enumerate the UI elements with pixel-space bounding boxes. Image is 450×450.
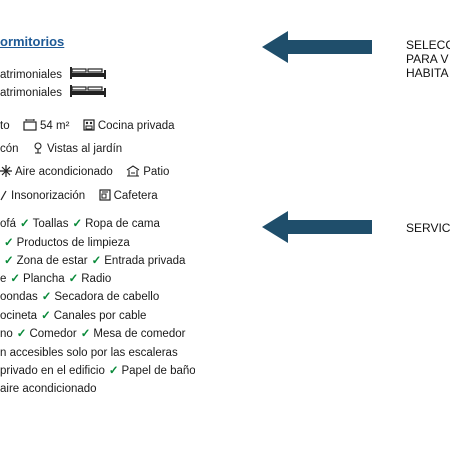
coffee-machine-icon: [98, 189, 111, 205]
feature-partial: cón: [0, 143, 19, 155]
left-arrow-icon: [262, 211, 372, 243]
check-icon: ✓: [68, 273, 79, 285]
left-arrow-icon: [262, 31, 372, 63]
service-item: Toallas: [32, 218, 69, 230]
services-row-4: e✓Plancha✓Radio: [0, 272, 111, 286]
service-item: Papel de baño: [121, 365, 195, 377]
services-row-6: ocineta✓Canales por cable: [0, 309, 146, 323]
service-item: Entrada privada: [104, 255, 186, 267]
feature-coffee: Cafetera: [113, 190, 158, 202]
check-icon: ✓: [80, 328, 91, 340]
check-icon: ✓: [108, 365, 119, 377]
patio-icon: [126, 165, 140, 181]
service-item: Canales por cable: [53, 310, 147, 322]
check-icon: ✓: [20, 218, 30, 230]
services-row-2: ✓Productos de limpieza: [0, 236, 130, 250]
floor-area-icon: [23, 119, 37, 135]
callout-line: PARA V: [406, 52, 449, 66]
check-icon: ✓: [16, 328, 27, 340]
services-row-9: privado en el edificio✓Papel de baño: [0, 364, 195, 378]
service-item: Comedor: [29, 328, 77, 340]
service-item: privado en el edificio: [0, 365, 105, 377]
services-row-1: ofá✓Toallas✓Ropa de cama: [0, 217, 160, 231]
service-item: ocineta: [0, 310, 38, 322]
service-item: Secadora de cabello: [54, 291, 160, 303]
bed-label: atrimoniales: [0, 69, 62, 81]
check-icon: ✓: [4, 255, 14, 267]
kitchen-icon: [83, 119, 95, 135]
services-row-5: oondas✓Secadora de cabello: [0, 290, 159, 304]
feature-soundproofing: Insonorización: [11, 190, 86, 202]
service-item: Mesa de comedor: [93, 328, 186, 340]
service-item: ofá: [0, 218, 16, 230]
soundproof-icon: [0, 189, 8, 205]
check-icon: ✓: [41, 310, 51, 322]
service-item: e: [0, 273, 7, 285]
service-item: Ropa de cama: [85, 218, 160, 230]
bed-label: atrimoniales: [0, 87, 62, 99]
callout-room-selection: SELECC PARA V HABITA: [406, 38, 450, 80]
service-item: n accesibles solo por las escaleras: [0, 347, 178, 359]
feature-partial: to: [0, 120, 10, 132]
bed-row-2: atrimoniales: [0, 84, 107, 102]
room-details-panel: ormitorios atrimoniales atrimoniales: [0, 0, 195, 450]
room-type-link[interactable]: ormitorios: [0, 34, 65, 49]
services-row-8: n accesibles solo por las escaleras: [0, 346, 178, 360]
service-item: Zona de estar: [16, 255, 88, 267]
services-row-10: aire acondicionado: [0, 382, 97, 396]
service-item: Radio: [81, 273, 112, 285]
callout-line: HABITA: [406, 66, 449, 80]
feature-patio: Patio: [143, 166, 170, 178]
features-row-1: to 54 m² Cocina privada: [0, 119, 175, 135]
service-item: oondas: [0, 291, 38, 303]
bed-row-1: atrimoniales: [0, 66, 107, 84]
feature-size: 54 m²: [40, 120, 70, 132]
service-item: Productos de limpieza: [16, 237, 130, 249]
features-row-3: Aire acondicionado Patio: [0, 165, 169, 181]
double-bed-icon: [69, 84, 107, 102]
check-icon: ✓: [72, 218, 83, 230]
snowflake-icon: [0, 165, 12, 181]
feature-kitchen: Cocina privada: [97, 120, 175, 132]
features-row-4: Insonorización Cafetera: [0, 189, 158, 205]
callout-line: SELECC: [406, 38, 450, 52]
feature-garden-view: Vistas al jardín: [46, 143, 123, 155]
callout-services: SERVIC: [406, 221, 450, 235]
services-row-7: no✓Comedor✓Mesa de comedor: [0, 327, 185, 341]
check-icon: ✓: [10, 273, 21, 285]
service-item: Plancha: [23, 273, 65, 285]
double-bed-icon: [69, 66, 107, 84]
service-item: no: [0, 328, 13, 340]
garden-view-icon: [32, 142, 44, 158]
check-icon: ✓: [91, 255, 102, 267]
check-icon: ✓: [41, 291, 52, 303]
service-item: aire acondicionado: [0, 383, 97, 395]
services-row-3: ✓Zona de estar✓Entrada privada: [0, 254, 185, 268]
features-row-2: cón Vistas al jardín: [0, 142, 122, 158]
feature-ac: Aire acondicionado: [15, 166, 113, 178]
check-icon: ✓: [4, 237, 14, 249]
